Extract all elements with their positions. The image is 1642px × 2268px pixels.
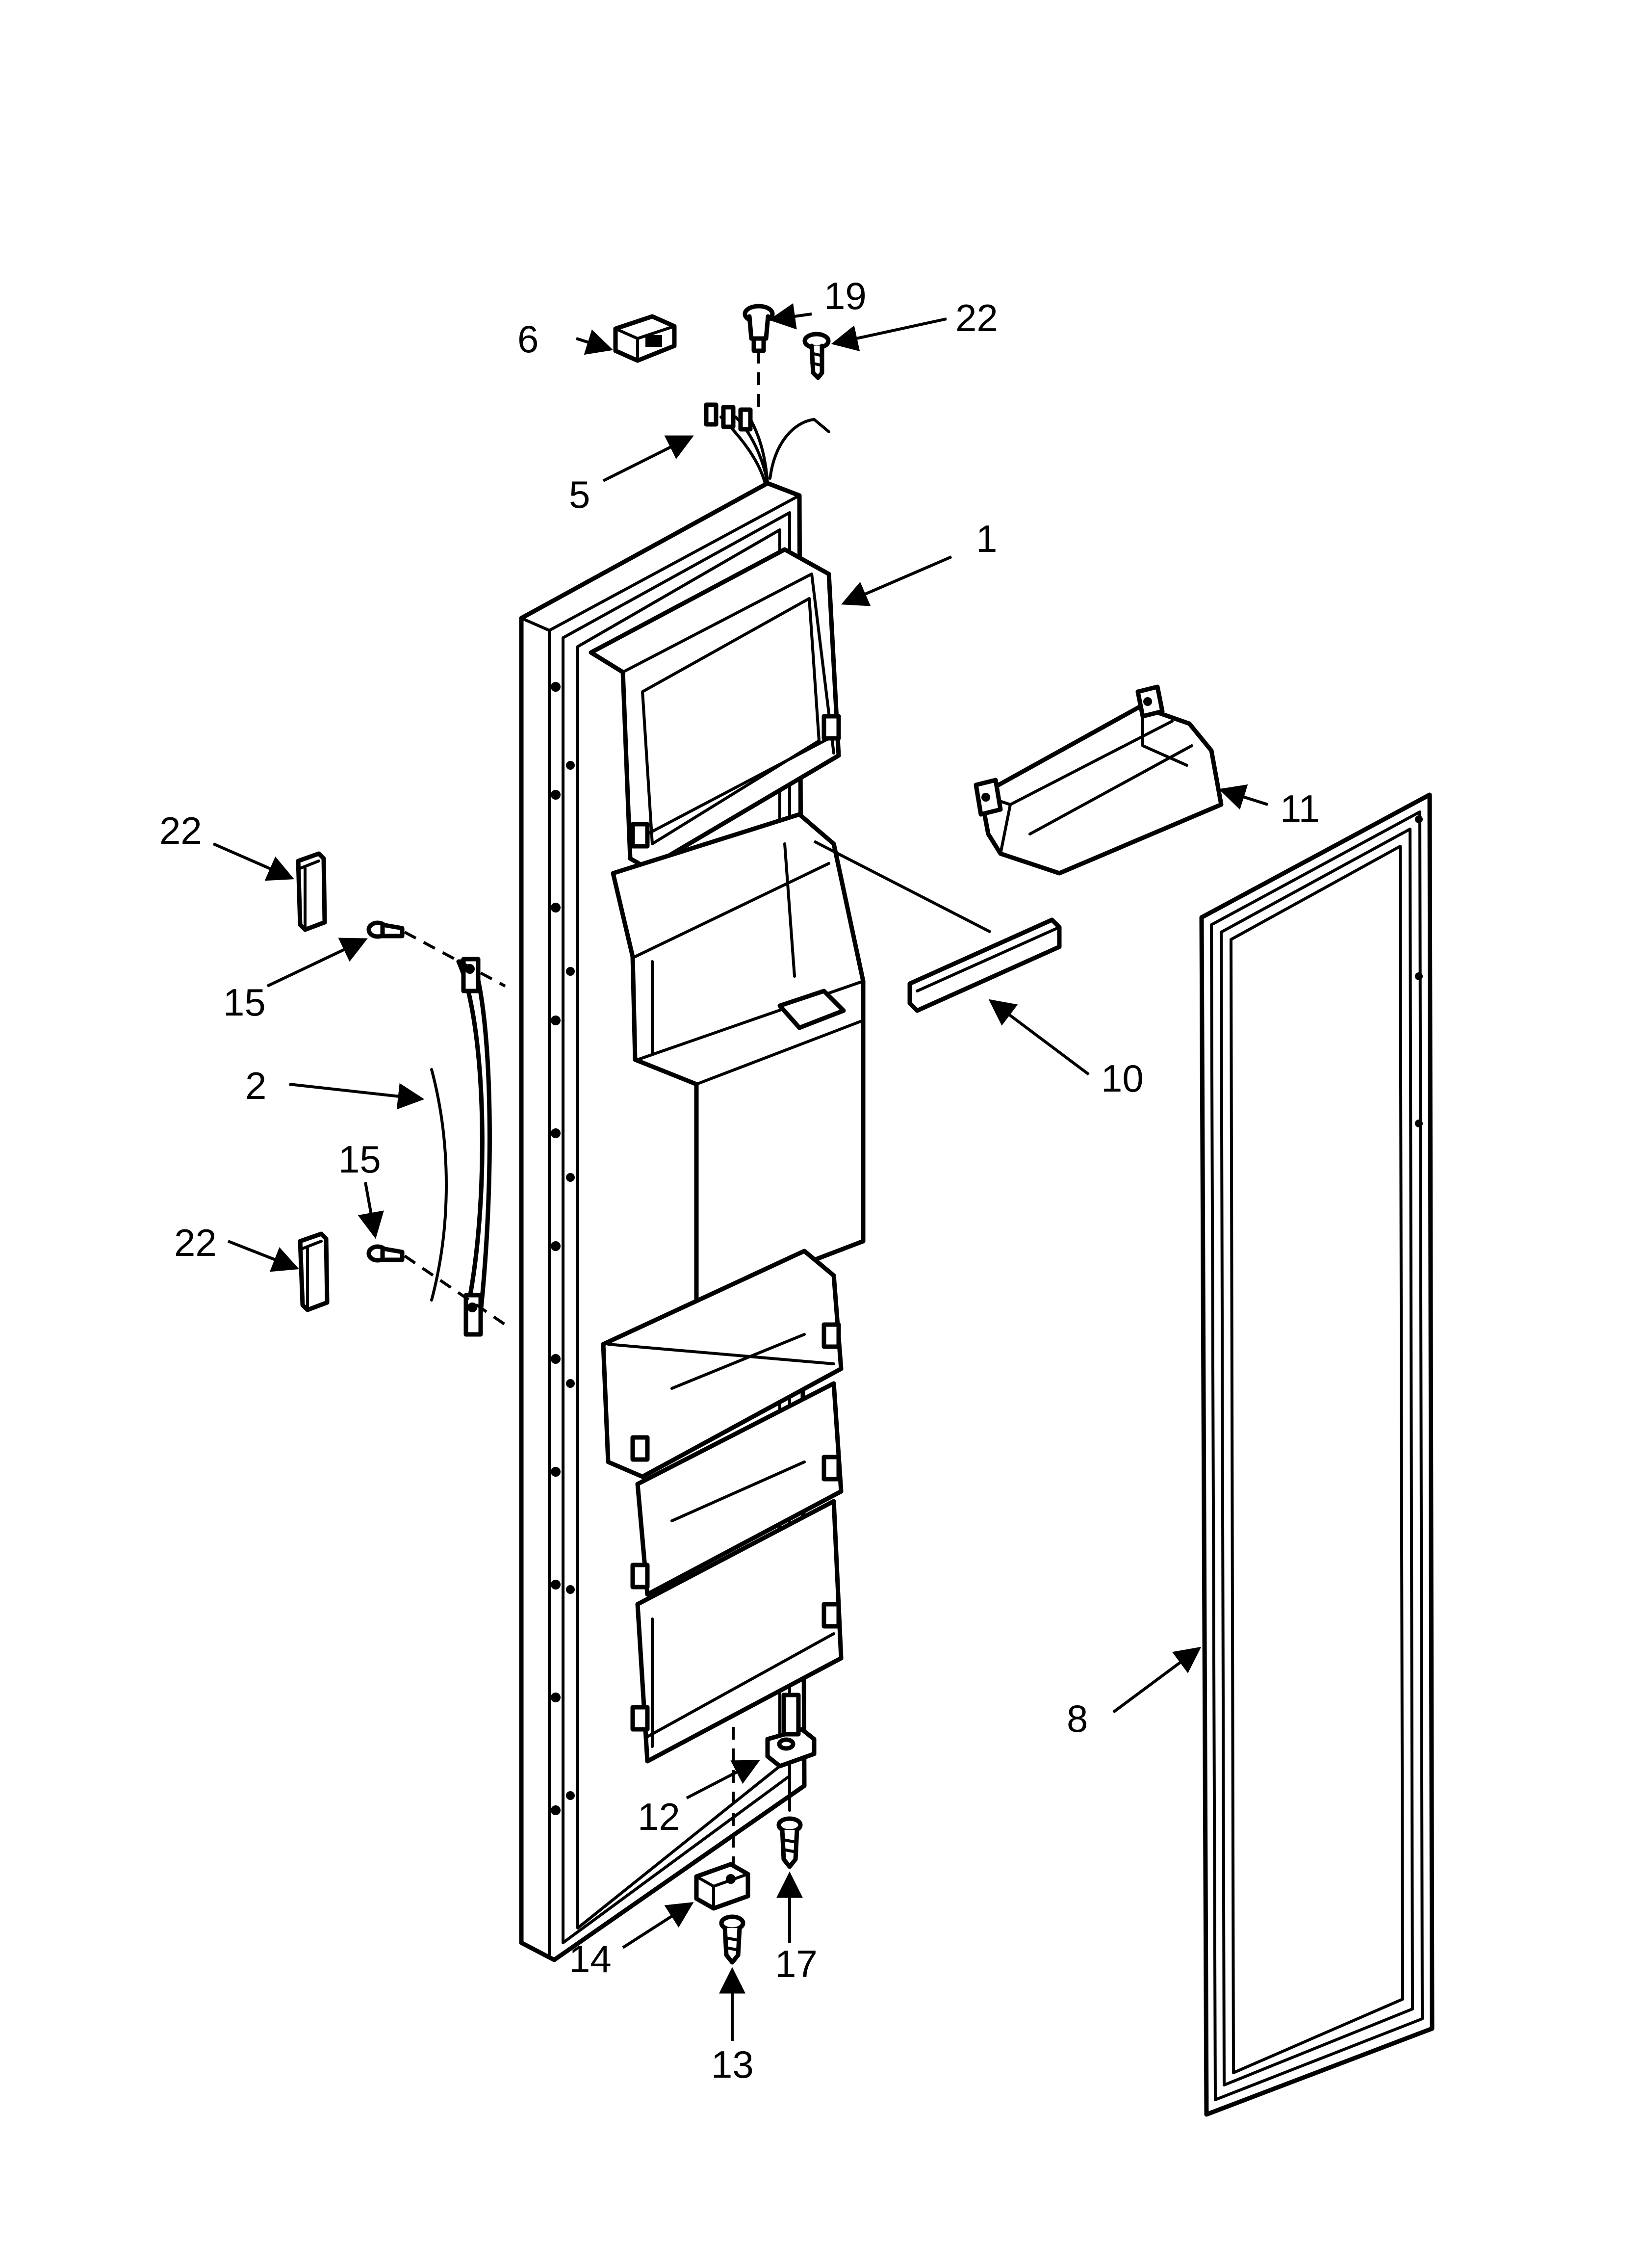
handle [430,957,492,1337]
screw-17 [776,1816,803,1869]
callout-17: 17 [775,1942,818,1985]
plug [743,304,775,407]
callout-1: 1 [976,517,997,560]
callout-10: 10 [1101,1057,1144,1100]
wire-harness [704,402,830,485]
callout-8: 8 [1067,1697,1088,1740]
callout-labels: 19 22 6 5 1 11 22 15 10 2 15 22 8 12 14 … [159,274,1320,2086]
callout-6: 6 [517,317,539,361]
callout-15-upper: 15 [223,981,266,1024]
callout-2: 2 [245,1064,266,1107]
callout-11: 11 [1280,787,1320,830]
door-top-bin [589,547,841,871]
callout-13: 13 [711,2043,754,2086]
end-cap-lower [298,1231,330,1312]
callout-15-lower: 15 [338,1138,381,1181]
callout-5: 5 [569,473,590,516]
door-bin-3 [630,1499,844,1764]
callout-22-lower: 22 [174,1221,217,1264]
callout-12: 12 [638,1795,680,1838]
callout-14: 14 [569,1937,612,1981]
connector [613,314,677,363]
door-bin-11 [974,684,1224,876]
shelf-rail [813,840,1062,1013]
screw-13 [719,1914,745,1965]
callout-16: 19 [824,274,867,317]
door-bin-2 [630,1381,844,1597]
hinge [732,1693,817,1879]
handle-screw-lower [366,1244,506,1326]
door-gasket [1199,792,1435,2117]
callout-22-upper: 22 [159,809,202,852]
callout-19: 22 [955,296,998,339]
door-rivets [551,682,575,1815]
screw-19 [802,332,831,380]
end-cap-upper [296,851,327,932]
handle-screw-upper [366,920,506,988]
hinge-pin-block [694,1862,750,1911]
door-bin-1 [601,1249,844,1479]
callout-leaders [212,303,1268,2041]
